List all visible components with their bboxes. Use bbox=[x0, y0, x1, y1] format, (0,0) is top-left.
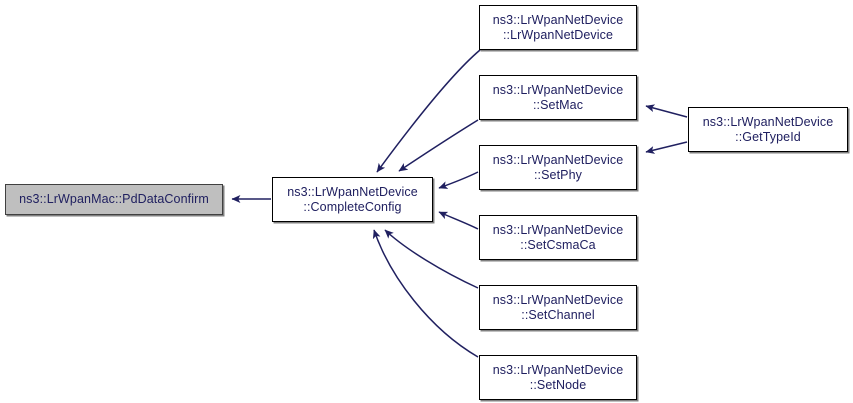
node-set-channel[interactable]: ns3::LrWpanNetDevice ::SetChannel bbox=[479, 285, 637, 330]
edge-set-csma-ca-to-complete-config bbox=[438, 211, 479, 230]
node-label-line2: ::LrWpanNetDevice bbox=[502, 27, 614, 42]
node-label-line2: ::SetChannel bbox=[521, 307, 595, 322]
edge-get-type-id-to-set-mac bbox=[645, 104, 688, 118]
edge-set-mac-to-complete-config bbox=[398, 119, 479, 172]
node-lr-wpan-net-device-ctor[interactable]: ns3::LrWpanNetDevice ::LrWpanNetDevice bbox=[479, 5, 637, 50]
edge-ctor-to-complete-config bbox=[376, 49, 481, 173]
node-pd-data-confirm[interactable]: ns3::LrWpanMac::PdDataConfirm bbox=[5, 184, 223, 215]
edge-get-type-id-to-set-phy bbox=[645, 141, 688, 154]
node-label-line1: ns3::LrWpanNetDevice bbox=[287, 184, 418, 199]
edge-set-channel-to-complete-config bbox=[384, 229, 479, 289]
node-label-line2: ::GetTypeId bbox=[735, 129, 801, 144]
edge-set-phy-to-complete-config bbox=[438, 171, 479, 189]
node-label-line1: ns3::LrWpanNetDevice bbox=[492, 362, 624, 377]
edge-set-node-to-complete-config bbox=[372, 229, 479, 358]
node-label-line1: ns3::LrWpanNetDevice bbox=[492, 82, 624, 97]
node-label-line2: ::SetNode bbox=[529, 377, 587, 392]
node-set-node[interactable]: ns3::LrWpanNetDevice ::SetNode bbox=[479, 355, 637, 400]
node-set-mac[interactable]: ns3::LrWpanNetDevice ::SetMac bbox=[479, 75, 637, 120]
node-label-line2: ::SetMac bbox=[532, 97, 584, 112]
node-label-line1: ns3::LrWpanMac::PdDataConfirm bbox=[19, 192, 209, 206]
node-label-line1: ns3::LrWpanNetDevice bbox=[492, 222, 624, 237]
node-complete-config[interactable]: ns3::LrWpanNetDevice ::CompleteConfig bbox=[272, 177, 433, 222]
node-set-csma-ca[interactable]: ns3::LrWpanNetDevice ::SetCsmaCa bbox=[479, 215, 637, 260]
node-label-line2: ::SetPhy bbox=[533, 167, 583, 182]
node-label-line1: ns3::LrWpanNetDevice bbox=[492, 292, 624, 307]
node-label-line2: ::CompleteConfig bbox=[303, 199, 402, 214]
node-label-line2: ::SetCsmaCa bbox=[520, 237, 596, 252]
node-set-phy[interactable]: ns3::LrWpanNetDevice ::SetPhy bbox=[479, 145, 637, 190]
node-label-line1: ns3::LrWpanNetDevice bbox=[492, 12, 624, 27]
node-get-type-id[interactable]: ns3::LrWpanNetDevice ::GetTypeId bbox=[688, 107, 848, 152]
node-label-line1: ns3::LrWpanNetDevice bbox=[492, 152, 624, 167]
node-label-line1: ns3::LrWpanNetDevice bbox=[702, 114, 834, 129]
